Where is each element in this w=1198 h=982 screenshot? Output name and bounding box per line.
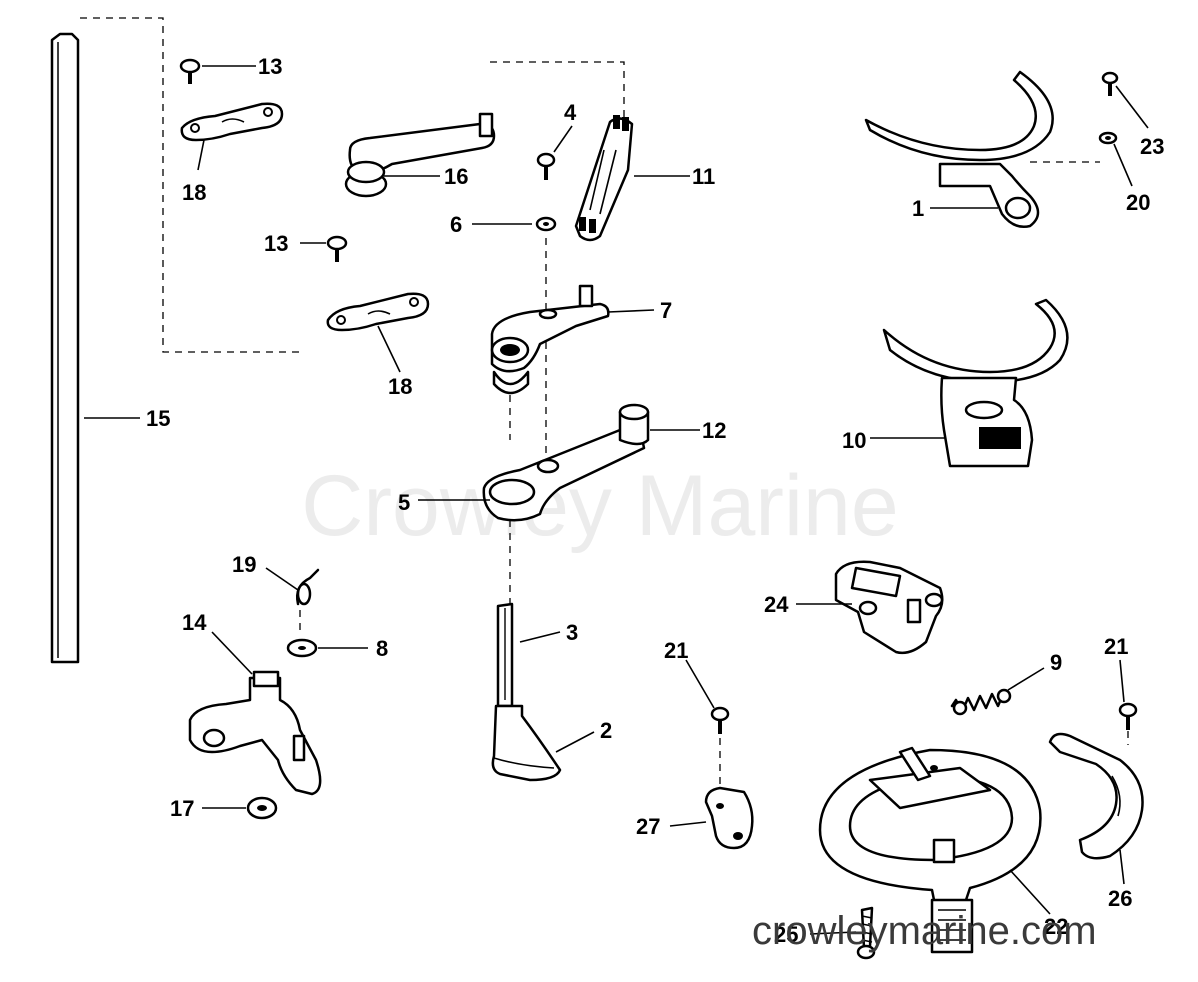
lever-part-7 (490, 284, 610, 395)
callout-5: 5 (398, 490, 410, 515)
callout-24: 24 (764, 592, 789, 617)
callout-21-left: 21 (664, 638, 688, 663)
screw-part-21-left (710, 706, 730, 734)
callout-27: 27 (636, 814, 660, 839)
callout-21-right: 21 (1104, 634, 1128, 659)
bracket-part-27 (704, 786, 754, 850)
callout-4: 4 (564, 100, 577, 125)
callout-16: 16 (444, 164, 468, 189)
bracket-part-14 (188, 670, 322, 796)
ring-plate-part-22 (818, 746, 1042, 954)
rod-part-15 (50, 32, 80, 664)
washer-part-8 (286, 638, 318, 658)
arm-part-12 (482, 403, 650, 522)
alignment-lines (80, 17, 1129, 790)
shaft-part-3 (496, 602, 514, 708)
callout-19: 19 (232, 552, 256, 577)
leader-lines (84, 65, 1149, 935)
screw-part-4 (536, 152, 556, 180)
callout-3: 3 (566, 620, 578, 645)
link-part-18-top (180, 102, 284, 142)
callout-labels: 13 18 16 4 11 6 13 7 18 15 12 5 3 2 19 8… (146, 54, 1164, 947)
callout-7: 7 (660, 298, 672, 323)
callout-10: 10 (842, 428, 866, 453)
callout-9: 9 (1050, 650, 1062, 675)
callout-8: 8 (376, 636, 388, 661)
callout-26: 26 (1108, 886, 1132, 911)
ring-bracket-part-1 (864, 70, 1054, 228)
washer-part-6 (535, 216, 557, 232)
url-watermark: crowleymarine.com (752, 909, 1097, 953)
washer-part-17 (246, 796, 278, 820)
screw-part-13-lower (326, 235, 348, 262)
callout-13-top: 13 (258, 54, 282, 79)
washer-part-20 (1098, 131, 1118, 145)
screw-part-25 (856, 906, 876, 960)
callout-1: 1 (912, 196, 924, 221)
callout-20: 20 (1126, 190, 1150, 215)
callout-17: 17 (170, 796, 194, 821)
callout-15: 15 (146, 406, 170, 431)
callout-11: 11 (692, 164, 715, 189)
callout-13-lower: 13 (264, 231, 288, 256)
spring-part-9 (950, 688, 1012, 716)
screw-part-13-top (179, 58, 201, 84)
mount-part-10 (882, 298, 1069, 468)
callout-22: 22 (1044, 914, 1068, 939)
callout-23: 23 (1140, 134, 1164, 159)
callout-14: 14 (182, 610, 207, 635)
center-watermark: Crowley Marine (301, 458, 898, 554)
link-part-11 (574, 115, 634, 242)
plate-part-26 (1048, 732, 1144, 860)
callout-12: 12 (702, 418, 726, 443)
link-part-18-lower (326, 292, 430, 332)
cam-part-2 (491, 704, 562, 782)
screw-part-23 (1101, 71, 1119, 96)
callout-6: 6 (450, 212, 462, 237)
callout-18-lower: 18 (388, 374, 412, 399)
callout-18-top: 18 (182, 180, 206, 205)
screw-part-21-right (1118, 702, 1138, 730)
block-part-24 (834, 560, 944, 655)
callout-2: 2 (600, 718, 612, 743)
clip-part-19 (296, 568, 320, 606)
crank-part-16 (344, 112, 496, 198)
callout-25: 25 (774, 922, 798, 947)
